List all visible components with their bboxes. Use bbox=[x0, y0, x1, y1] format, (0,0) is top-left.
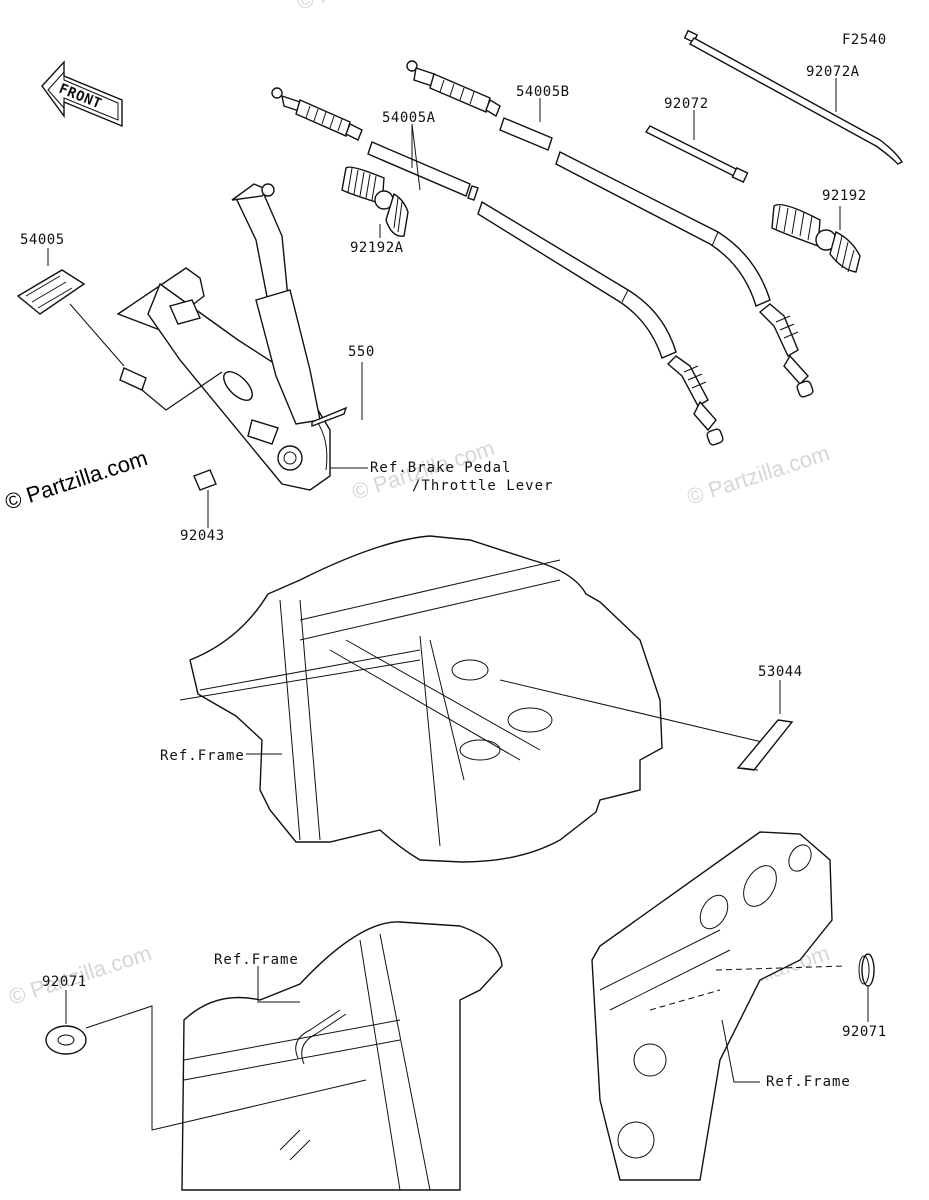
ref-frame-bottom-right: Ref.Frame bbox=[766, 1074, 851, 1090]
frame-bottom-left bbox=[181, 921, 503, 1191]
label-92192: 92192 bbox=[822, 188, 867, 204]
cable-tie-92072a bbox=[683, 29, 903, 165]
label-550: 550 bbox=[348, 344, 375, 360]
cable-54005 bbox=[16, 269, 223, 411]
label-54005a: 54005A bbox=[382, 110, 436, 126]
watermark-faint-2: © Partzilla.com bbox=[684, 440, 833, 510]
watermark-faint-6: © Partzilla.com bbox=[294, 0, 443, 15]
ref-throttle-lever: /Throttle Lever bbox=[412, 478, 553, 494]
frame-middle bbox=[179, 535, 763, 863]
brake-lever-assembly bbox=[116, 183, 331, 491]
trim-strip-53044 bbox=[736, 719, 794, 771]
cable-54005a bbox=[271, 87, 724, 446]
label-92072: 92072 bbox=[664, 96, 709, 112]
front-arrow-icon: FRONT bbox=[41, 60, 123, 128]
pin-92043 bbox=[193, 469, 217, 491]
frame-bottom-right bbox=[591, 831, 847, 1181]
grommet-92071-right bbox=[858, 953, 875, 987]
watermark-main: © Partzilla.com bbox=[2, 445, 151, 515]
pin-550 bbox=[311, 406, 348, 428]
part-labels: 54005 54005A 54005B 92072 92072A 92192 9… bbox=[20, 64, 887, 1040]
label-92192a: 92192A bbox=[350, 240, 404, 256]
boot-92192a bbox=[341, 166, 409, 237]
label-92071-left: 92071 bbox=[42, 974, 87, 990]
label-92043: 92043 bbox=[180, 528, 225, 544]
cable-54005b bbox=[406, 60, 814, 398]
reference-labels: Ref.Brake Pedal /Throttle Lever Ref.Fram… bbox=[160, 460, 851, 1090]
leader-lines bbox=[47, 78, 869, 1131]
ref-frame-bottom-left: Ref.Frame bbox=[214, 952, 299, 968]
ref-frame-middle: Ref.Frame bbox=[160, 748, 245, 764]
boot-92192 bbox=[771, 203, 861, 273]
label-54005b: 54005B bbox=[516, 84, 570, 100]
ref-brake-pedal: Ref.Brake Pedal bbox=[370, 460, 511, 476]
label-92072a: 92072A bbox=[806, 64, 860, 80]
label-92071-right: 92071 bbox=[842, 1024, 887, 1040]
label-53044: 53044 bbox=[758, 664, 803, 680]
diagram-code: F2540 bbox=[842, 32, 887, 48]
cable-tie-92072 bbox=[644, 125, 749, 183]
label-54005: 54005 bbox=[20, 232, 65, 248]
grommet-92071-left bbox=[45, 1025, 87, 1055]
